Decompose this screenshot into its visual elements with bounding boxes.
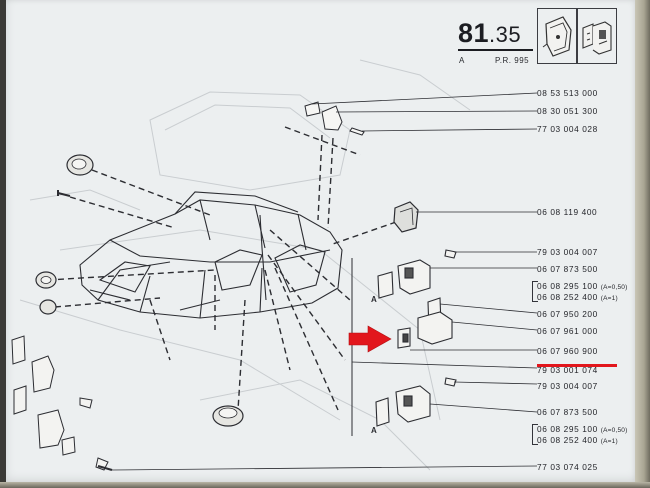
bottom-screw bbox=[97, 464, 113, 472]
part-number: 08 53 513 000 bbox=[537, 88, 598, 98]
part-note: (A=0,50) bbox=[600, 427, 628, 434]
door-bump-stop bbox=[393, 201, 419, 233]
red-pointer-arrow-icon bbox=[348, 325, 392, 353]
part-note: (A=1) bbox=[600, 295, 618, 302]
section-icon-box bbox=[537, 8, 617, 64]
dimension-a-label-upper: A bbox=[371, 295, 377, 304]
page-number: 81.35 bbox=[458, 18, 521, 49]
part-number-with-note: 06 08 252 400 (A=1) bbox=[537, 435, 618, 445]
part-number-leaders bbox=[111, 92, 538, 471]
page-bottom-edge bbox=[0, 482, 650, 488]
plug-bung-upper-left bbox=[66, 154, 94, 176]
page-number-sub: .35 bbox=[489, 22, 522, 47]
hinge-bracket-icon bbox=[582, 21, 612, 55]
part-number: 06 08 295 100 bbox=[537, 281, 598, 291]
part-note: (A=0,50) bbox=[600, 284, 628, 291]
part-number: 06 08 119 400 bbox=[537, 207, 598, 217]
part-number: 77 03 074 025 bbox=[537, 462, 598, 472]
car-body-shell bbox=[79, 191, 343, 319]
bottom-grommet bbox=[212, 405, 244, 427]
highlight-underline bbox=[537, 364, 617, 367]
middle-hinge-assembly bbox=[397, 297, 453, 349]
part-number: 06 08 252 400 bbox=[537, 435, 598, 445]
part-number: 06 07 873 500 bbox=[537, 407, 598, 417]
part-number: 79 03 004 007 bbox=[537, 381, 598, 391]
part-number-with-note: 06 08 295 100 (A=0,50) bbox=[537, 424, 627, 434]
variant-label: A bbox=[459, 56, 465, 65]
part-number: 79 03 004 007 bbox=[537, 247, 598, 257]
part-number: 77 03 004 028 bbox=[537, 124, 598, 134]
door-hinge-icon bbox=[542, 16, 572, 57]
part-group-bracket bbox=[532, 424, 538, 445]
part-number-with-note: 06 08 252 400 (A=1) bbox=[537, 292, 618, 302]
part-number: 08 30 051 300 bbox=[537, 106, 598, 116]
dimension-a-label-lower: A bbox=[371, 426, 377, 435]
page-edge bbox=[635, 0, 650, 488]
header-rule bbox=[458, 49, 533, 51]
upper-hinge-assembly bbox=[377, 249, 457, 299]
part-number: 06 08 252 400 bbox=[537, 292, 598, 302]
part-number: 06 07 950 200 bbox=[537, 309, 598, 319]
pr-code: P.R. 995 bbox=[495, 56, 530, 65]
leader-lines bbox=[47, 126, 397, 411]
part-group-bracket bbox=[532, 281, 538, 302]
part-number: 06 08 295 100 bbox=[537, 424, 598, 434]
left-grommets bbox=[35, 271, 57, 315]
part-number: 06 07 873 500 bbox=[537, 264, 598, 274]
part-number: 06 07 961 000 bbox=[537, 326, 598, 336]
icon-box-divider bbox=[576, 9, 578, 63]
left-margin-hinges bbox=[11, 335, 109, 471]
lower-hinge-assembly bbox=[375, 377, 457, 427]
left-screw bbox=[57, 190, 71, 197]
part-number-with-note: 06 08 295 100 (A=0,50) bbox=[537, 281, 627, 291]
part-note: (A=1) bbox=[600, 438, 618, 445]
part-number: 79 03 001 074 bbox=[537, 365, 598, 375]
catalog-page bbox=[6, 0, 638, 484]
part-number-highlighted: 06 07 960 900 bbox=[537, 346, 598, 356]
page-number-main: 81 bbox=[458, 18, 490, 48]
